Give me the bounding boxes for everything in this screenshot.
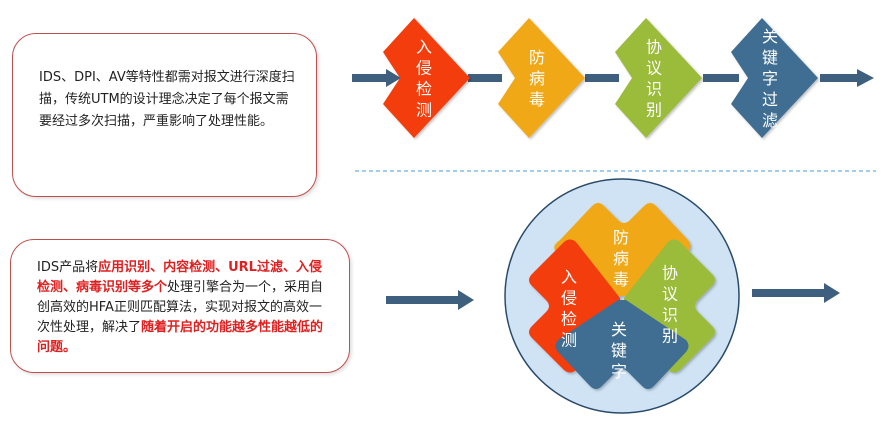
bottom-text-1: IDS产品将 [37, 260, 99, 275]
cross-label-3: 协议识别 [662, 264, 678, 346]
bottom-description-box: IDS产品将应用识别、内容检测、URL过滤、入侵检测、病毒识别等多个处理引擎合为… [10, 239, 350, 373]
flow-connector-3 [703, 74, 739, 82]
bottom-arrow-in [386, 290, 474, 310]
chevron-label-2: 防病毒 [529, 48, 545, 109]
chevron-label-1: 入侵检测 [416, 38, 432, 120]
flow-arrow-in [352, 69, 401, 87]
bottom-highlight-2: 随着开启的功能越多性能越低的问题。 [37, 320, 324, 355]
chevron-keyword-filter [731, 18, 818, 138]
bottom-arrow-out [752, 283, 840, 303]
flow-connector-1 [468, 74, 502, 82]
chevron-label-4: 关键字过滤 [762, 27, 778, 130]
flow-connector-2 [585, 74, 619, 82]
cross-label-2: 防病毒 [613, 228, 629, 289]
top-description-text: IDS、DPI、AV等特性都需对报文进行深度扫描，传统UTM的设计理念决定了每个… [39, 70, 295, 129]
chevron-antivirus [498, 18, 585, 138]
top-chain-arrows [352, 69, 874, 87]
top-description-box: IDS、DPI、AV等特性都需对报文进行深度扫描，传统UTM的设计理念决定了每个… [12, 33, 317, 197]
cross-label-1: 入侵检测 [561, 268, 577, 350]
cross-label-4: 关键字 [611, 320, 627, 381]
chevron-intrusion-detection [383, 18, 470, 138]
chevron-protocol-identification [615, 18, 702, 138]
bottom-text-2: 处理引擎合为一个，采用自创高效的HFA正则匹配算法，实现对报文的高效一次性处理，… [37, 280, 324, 335]
bottom-highlight-1: 应用识别、内容检测、URL过滤、入侵检测、病毒识别等多个 [37, 260, 322, 295]
flow-arrow-out [820, 69, 874, 87]
chevron-label-3: 协议识别 [646, 38, 662, 120]
cross-arm-keyword [555, 300, 689, 389]
